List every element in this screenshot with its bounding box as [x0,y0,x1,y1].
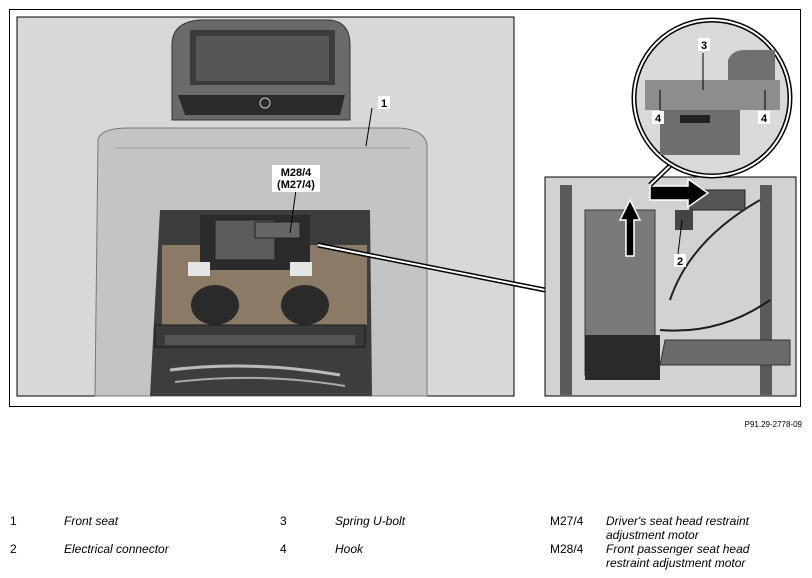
callout-motor-m27: (M27/4) [277,179,315,191]
callout-4-right: 4 [761,113,768,125]
legend-key-1: 1 [10,514,17,528]
legend-key-m28: M28/4 [550,542,584,556]
callout-4b-bg [758,111,770,124]
legend-key-3: 3 [280,514,287,528]
leader-line-1 [365,107,373,147]
callout-2-bg [674,254,686,267]
arrow-right-icon [649,177,710,209]
callout-3: 3 [701,40,707,52]
callout-motor-m28: M28/4 [281,167,312,179]
callout-1: 1 [381,98,387,110]
callout-4-left: 4 [655,113,662,125]
legend-key-m27: M27/4 [550,514,584,528]
legend-text-1: Front seat [64,514,119,528]
callout-1-bg [378,96,390,109]
callout-3-bg [698,38,710,51]
magnified-detail [631,17,793,179]
figure-reference: P91.29-2778-09 [744,420,802,429]
legend-key-2: 2 [10,542,17,556]
legend-text-3: Spring U-bolt [335,514,406,528]
legend-text-2: Electrical connector [64,542,169,556]
legend-key-4: 4 [280,542,287,556]
leader-line-motor [289,189,297,234]
detail-photo [544,176,797,397]
legend-text-4: Hook [335,542,364,556]
callout-4a-bg [652,111,664,124]
callout-2: 2 [677,256,683,268]
seat-illustration: 1 M28/4 (M27/4) 2 3 4 4 [16,16,797,397]
arrow-up-icon [618,198,642,257]
legend-text-m28: Front passenger seat head restraint adju… [606,542,750,570]
legend-text-m27: Driver's seat head restraint adjustment … [606,514,750,542]
callout-motor-bg [272,165,320,192]
main-photo [16,16,515,397]
